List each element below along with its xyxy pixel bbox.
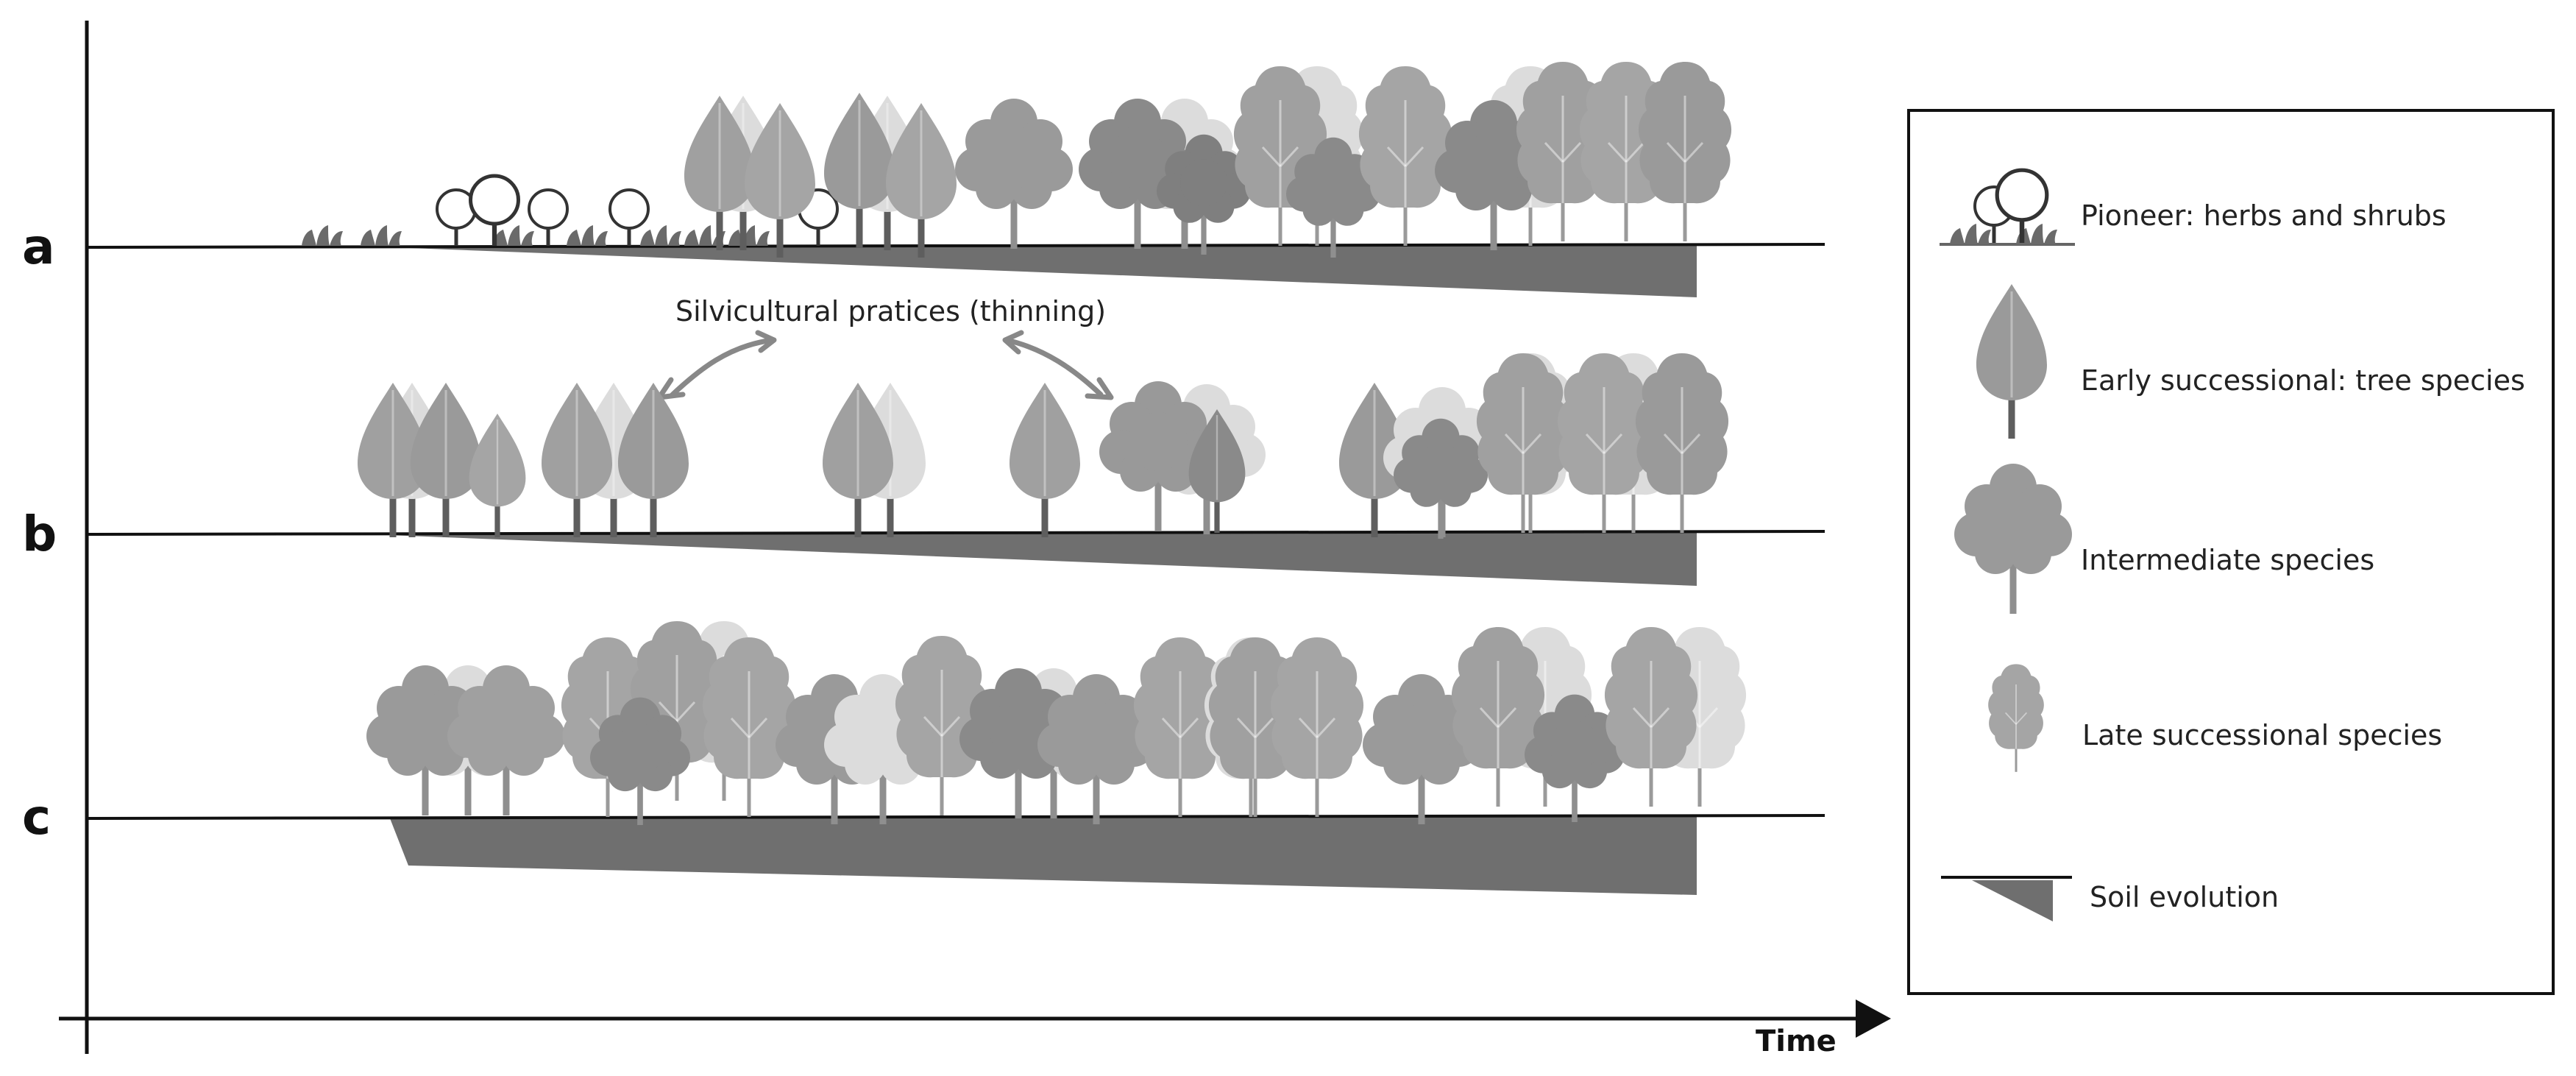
time-axis: Time: [59, 21, 1891, 1058]
legend: Pioneer: herbs and shrubs Early successi…: [1907, 109, 2555, 995]
legend-label-pioneer: Pioneer: herbs and shrubs: [2081, 199, 2447, 232]
late-tree: [1605, 627, 1697, 807]
late-tree: [1359, 66, 1452, 246]
soil-wedge-b: [368, 531, 1697, 586]
grass-cluster: [302, 225, 770, 246]
early-tree: [469, 414, 526, 537]
row-c-vegetation: [366, 621, 1746, 825]
pioneer-shrub: [529, 190, 567, 246]
row-label-b: b: [22, 506, 57, 562]
ground-line-b: [86, 530, 1825, 536]
thinning-annotation: Silvicultural pratices (thinning): [675, 295, 1106, 328]
late-tree: [1452, 627, 1544, 807]
soil-wedge-a: [390, 244, 1697, 297]
legend-label-early: Early successional: tree species: [2081, 364, 2525, 397]
row-b-vegetation: [358, 353, 1728, 539]
late-tree: [1477, 353, 1569, 533]
ground-line-a: [86, 243, 1825, 249]
row-label-a: a: [22, 219, 55, 275]
ground-line-c: [86, 814, 1825, 820]
legend-label-soil: Soil evolution: [2090, 881, 2279, 913]
legend-label-intermediate: Intermediate species: [2081, 544, 2374, 576]
late-tree: [1271, 637, 1363, 817]
legend-label-late: Late successional species: [2082, 719, 2442, 751]
intermediate-tree: [955, 99, 1073, 249]
early-tree: [618, 383, 689, 537]
row-label-c: c: [22, 789, 51, 846]
late-tree: [1636, 353, 1728, 533]
right-arrow: [1004, 337, 1104, 397]
row-a-vegetation: [302, 62, 1731, 258]
early-tree: [1010, 383, 1080, 537]
thinning-arrows: [656, 330, 1114, 400]
pioneer-herbs-shrubs-icon: [1940, 170, 2075, 246]
soil-wedge-c: [390, 815, 1697, 895]
soil-evolution-icon: [1941, 876, 2072, 921]
late-tree: [1639, 62, 1731, 241]
late-tree: [703, 637, 795, 817]
late-tree: [1558, 353, 1650, 533]
left-arrow: [668, 337, 776, 399]
axis-arrowhead: [1856, 999, 1891, 1038]
axis-x-label: Time: [1756, 1024, 1837, 1058]
